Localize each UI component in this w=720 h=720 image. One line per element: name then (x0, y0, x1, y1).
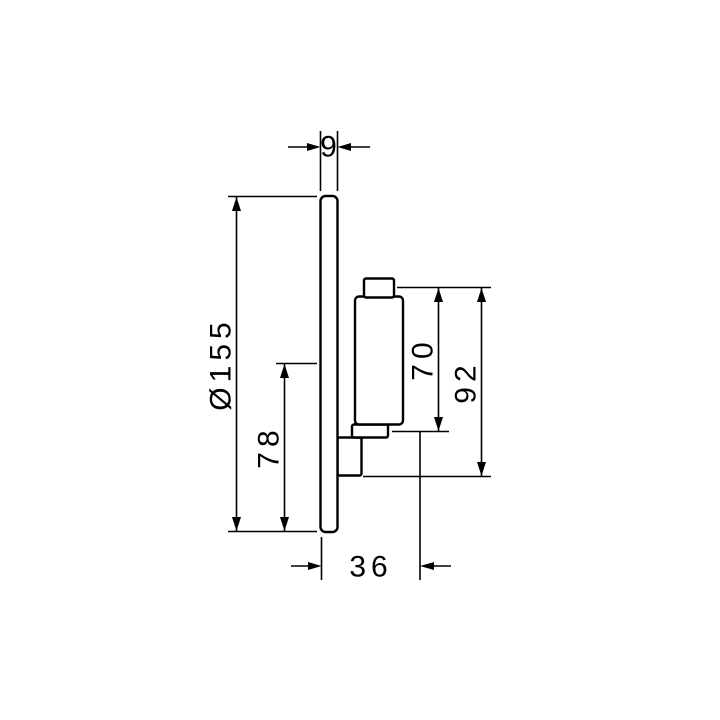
dimension-overall-height: 92 (363, 288, 491, 478)
arrowhead-up-icon (434, 288, 443, 302)
arrowhead-up-icon (232, 197, 241, 211)
dimension-label-depth: 36 (349, 551, 392, 584)
arrowhead-left-icon (337, 143, 351, 151)
dimension-label-overall-height: 92 (450, 360, 483, 403)
valve-step (350, 423, 390, 439)
fixture-geometry (319, 194, 405, 534)
dimension-label-plate-thickness: 9 (320, 131, 342, 164)
dimension-label-body-height: 70 (407, 337, 440, 380)
dimension-label-center-to-bottom: 78 (253, 425, 286, 468)
arrowhead-right-icon (308, 562, 322, 570)
valve-lower-bracket (336, 436, 363, 477)
valve-cap (362, 277, 396, 299)
arrowhead-up-icon (477, 288, 486, 302)
arrowhead-up-icon (280, 364, 289, 378)
arrowhead-down-icon (280, 517, 289, 531)
arrowhead-down-icon (477, 462, 486, 476)
dimension-center-to-bottom: 78 (253, 362, 317, 531)
arrowhead-right-icon (307, 143, 321, 151)
arrowhead-down-icon (232, 517, 241, 531)
dimension-plate-thickness: 9 (288, 131, 370, 191)
dimension-plate-diameter: Ø155 (205, 195, 317, 533)
arrowhead-down-icon (434, 417, 443, 431)
dimension-depth: 36 (291, 432, 451, 584)
dimension-label-plate-diameter: Ø155 (205, 317, 238, 410)
valve-body (353, 295, 405, 426)
arrowhead-left-icon (420, 562, 434, 570)
dimension-body-height: 70 (392, 286, 491, 433)
faceplate (319, 194, 339, 534)
